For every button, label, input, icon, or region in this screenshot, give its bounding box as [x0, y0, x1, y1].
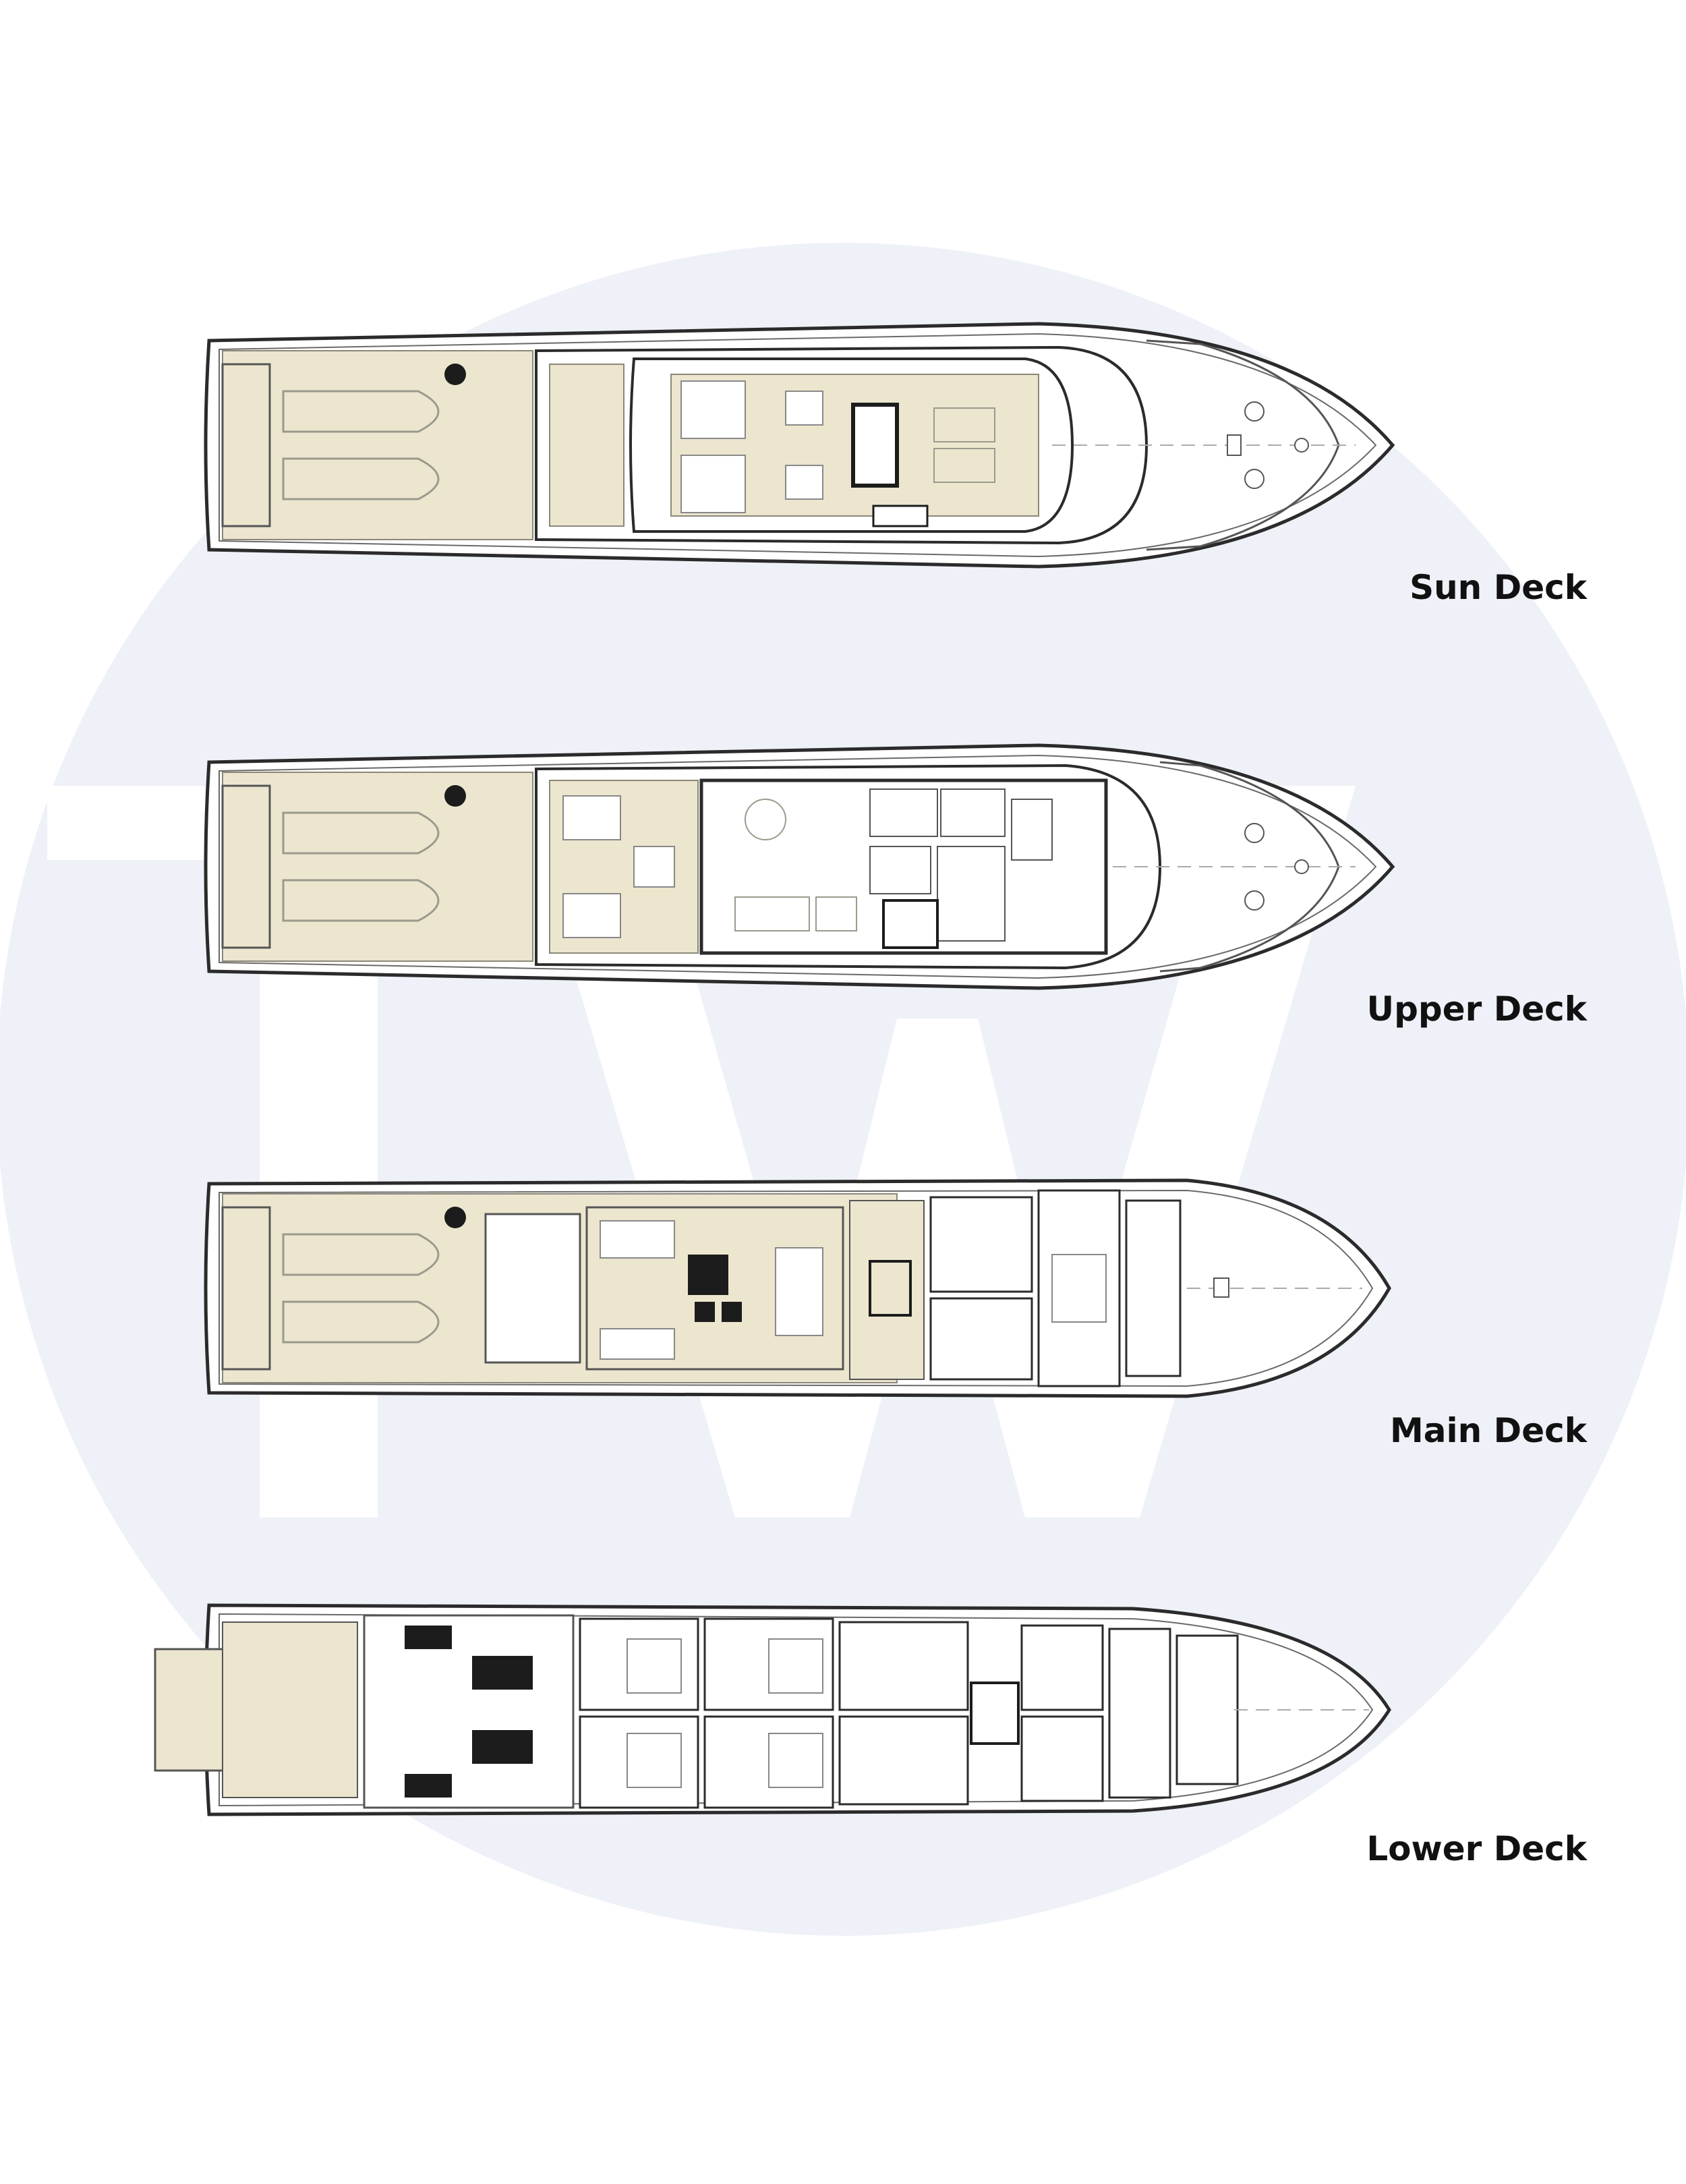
main-deck-inner-hull — [219, 1189, 1374, 1387]
lower-deck-section: Lower Deck — [0, 1582, 1686, 1885]
main-deck-salon — [585, 1206, 844, 1371]
main-deck-cabins — [929, 1189, 1182, 1387]
sun-deck-section: Sun Deck — [0, 317, 1686, 621]
sun-deck-sunpads — [933, 407, 995, 483]
upper-deck-plan — [204, 743, 1395, 990]
lower-deck-engine-room — [363, 1614, 575, 1809]
main-deck-bow-hatch — [1213, 1277, 1229, 1298]
upper-deck-galley-stair — [882, 899, 939, 949]
lower-deck-label: Lower Deck — [1366, 1829, 1587, 1868]
sun-deck-plan — [204, 322, 1395, 569]
upper-deck-inner-hull — [219, 754, 1377, 979]
upper-deck-bow-fittings — [1244, 823, 1309, 911]
sun-deck-stair-core — [851, 403, 899, 488]
upper-deck-label: Upper Deck — [1366, 989, 1587, 1029]
upper-deck-aft-seating — [562, 795, 675, 938]
main-deck-master-bed — [1051, 1254, 1107, 1323]
upper-deck-salon — [699, 778, 1108, 955]
lower-deck-plan — [154, 1603, 1391, 1816]
main-deck-dining-table — [688, 1255, 742, 1322]
lower-deck-inner-hull — [219, 1613, 1374, 1807]
main-deck-crane — [444, 1207, 466, 1228]
lower-deck-beach-club — [222, 1621, 358, 1798]
sun-deck-bow-fittings — [1227, 401, 1309, 489]
sun-deck-aft-teak — [222, 350, 533, 540]
lower-deck-stair — [970, 1682, 1020, 1745]
upper-deck-section: Upper Deck — [0, 739, 1686, 1042]
upper-deck-salon-furniture — [734, 799, 857, 931]
main-deck-aft-cockpit — [484, 1213, 581, 1364]
upper-deck-crane — [444, 785, 466, 807]
main-deck-tenders — [282, 1233, 440, 1344]
sun-deck-transom — [221, 363, 271, 527]
main-deck-label: Main Deck — [1390, 1411, 1587, 1450]
sun-deck-label: Sun Deck — [1409, 568, 1587, 607]
upper-deck-tenders — [282, 811, 440, 922]
main-deck-plan — [204, 1178, 1391, 1398]
upper-deck-aft-teak — [222, 772, 533, 962]
sun-deck-stair-aft — [872, 505, 929, 527]
sun-deck-sofas — [680, 380, 823, 513]
sun-deck-fwd-teak — [549, 364, 624, 527]
upper-deck-transom — [221, 784, 271, 949]
main-deck-section: Main Deck — [0, 1160, 1686, 1464]
upper-deck-rooms — [869, 788, 1053, 942]
lower-deck-crew-area — [1020, 1624, 1239, 1802]
main-deck-foyer — [849, 1200, 925, 1380]
lower-deck-engines — [405, 1626, 533, 1798]
main-deck-stair — [869, 1260, 912, 1317]
lower-deck-cabin-beds — [627, 1638, 823, 1788]
main-deck-transom — [221, 1206, 271, 1371]
watermark-circle — [0, 243, 1686, 1936]
sun-deck-tenders — [282, 390, 440, 500]
sun-deck-inner-hull — [219, 333, 1377, 558]
sun-deck-crane — [444, 364, 466, 385]
main-deck-salon-sofas — [600, 1220, 823, 1360]
